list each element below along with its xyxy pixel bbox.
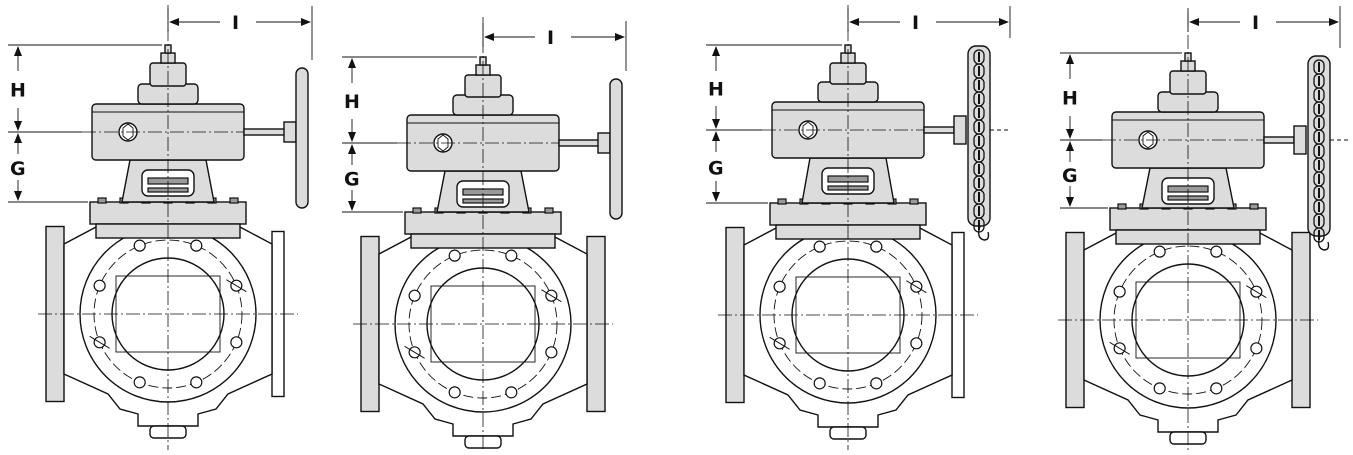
input-shaft	[243, 128, 287, 136]
bolt-hole	[1210, 382, 1223, 395]
bolt-hole	[813, 240, 826, 253]
bolt-hole	[1153, 382, 1166, 395]
bolt-hole	[1210, 245, 1223, 258]
handwheel-rim	[609, 78, 623, 220]
dimension-label-h: H	[10, 80, 26, 102]
dimension-label-h: H	[708, 79, 724, 101]
bolt-hole	[773, 280, 786, 293]
bolt-hole	[870, 377, 883, 390]
gear-operator-handwheel-3way: I H G	[342, 17, 627, 450]
input-shaft	[558, 139, 601, 147]
bolt-hole	[505, 249, 518, 262]
handwheel-rim	[295, 67, 309, 209]
bolt-hole	[93, 279, 106, 292]
gear-operator-handwheel-2way: I H G	[8, 5, 313, 450]
bolt-hole	[1153, 245, 1166, 258]
dimension-label-g: G	[344, 169, 360, 191]
bolt-hole	[448, 249, 461, 262]
bolt-hole	[545, 346, 558, 359]
hex-nut	[437, 134, 449, 152]
dimension-label-i: I	[1252, 12, 1259, 34]
tap-mark	[1246, 285, 1267, 299]
tap-mark	[906, 280, 927, 294]
bolt-hole	[448, 386, 461, 399]
tap-mark	[1109, 341, 1130, 355]
bonnet-bolt	[544, 207, 554, 214]
bonnet-bolt	[909, 198, 919, 205]
bolt-hole	[910, 337, 923, 350]
dimension-label-i: I	[232, 12, 239, 34]
chain-hook	[977, 225, 990, 241]
bonnet-bolt	[229, 197, 239, 204]
dimension-label-h: H	[344, 91, 360, 113]
handwheel-hub	[597, 132, 611, 154]
tap-mark	[226, 279, 247, 293]
bonnet-bolt	[412, 207, 422, 214]
bolt-hole	[190, 376, 203, 389]
bolt-hole	[505, 386, 518, 399]
dimension-label-g: G	[10, 158, 26, 180]
chainwheel-hub	[1293, 125, 1307, 155]
dimension-label-g: G	[1062, 165, 1078, 187]
bolt-hole	[870, 240, 883, 253]
input-shaft	[923, 126, 955, 134]
bonnet-bolt	[1249, 203, 1259, 210]
bolt-hole	[133, 376, 146, 389]
bolt-hole	[190, 239, 203, 252]
bolt-hole	[230, 336, 243, 349]
tap-mark	[89, 335, 110, 349]
tap-mark	[541, 289, 562, 303]
tap-mark	[404, 345, 425, 359]
dimension-label-h: H	[1062, 88, 1078, 110]
dimension-label-g: G	[708, 158, 724, 180]
dimension-label-i: I	[912, 12, 919, 34]
bolt-hole	[408, 289, 421, 302]
bolt-hole	[133, 239, 146, 252]
gear-operator-chainwheel-3way: I H G	[1058, 6, 1348, 450]
bolt-hole	[1113, 285, 1126, 298]
bonnet-bolt	[97, 197, 107, 204]
hex-nut	[122, 123, 134, 141]
input-shaft	[1263, 136, 1295, 144]
chainwheel-hub	[953, 115, 967, 145]
bolt-hole	[813, 377, 826, 390]
bonnet-bolt	[1117, 203, 1127, 210]
tap-mark	[769, 336, 790, 350]
dimension-label-i: I	[547, 27, 554, 49]
bolt-hole	[1250, 342, 1263, 355]
bonnet-bolt	[777, 198, 787, 205]
gear-operator-chainwheel-2way: I H G	[706, 5, 1011, 450]
hex-nut	[802, 121, 814, 139]
chain-hook	[1317, 235, 1330, 251]
handwheel-hub	[283, 121, 297, 143]
hex-nut	[1142, 131, 1154, 149]
